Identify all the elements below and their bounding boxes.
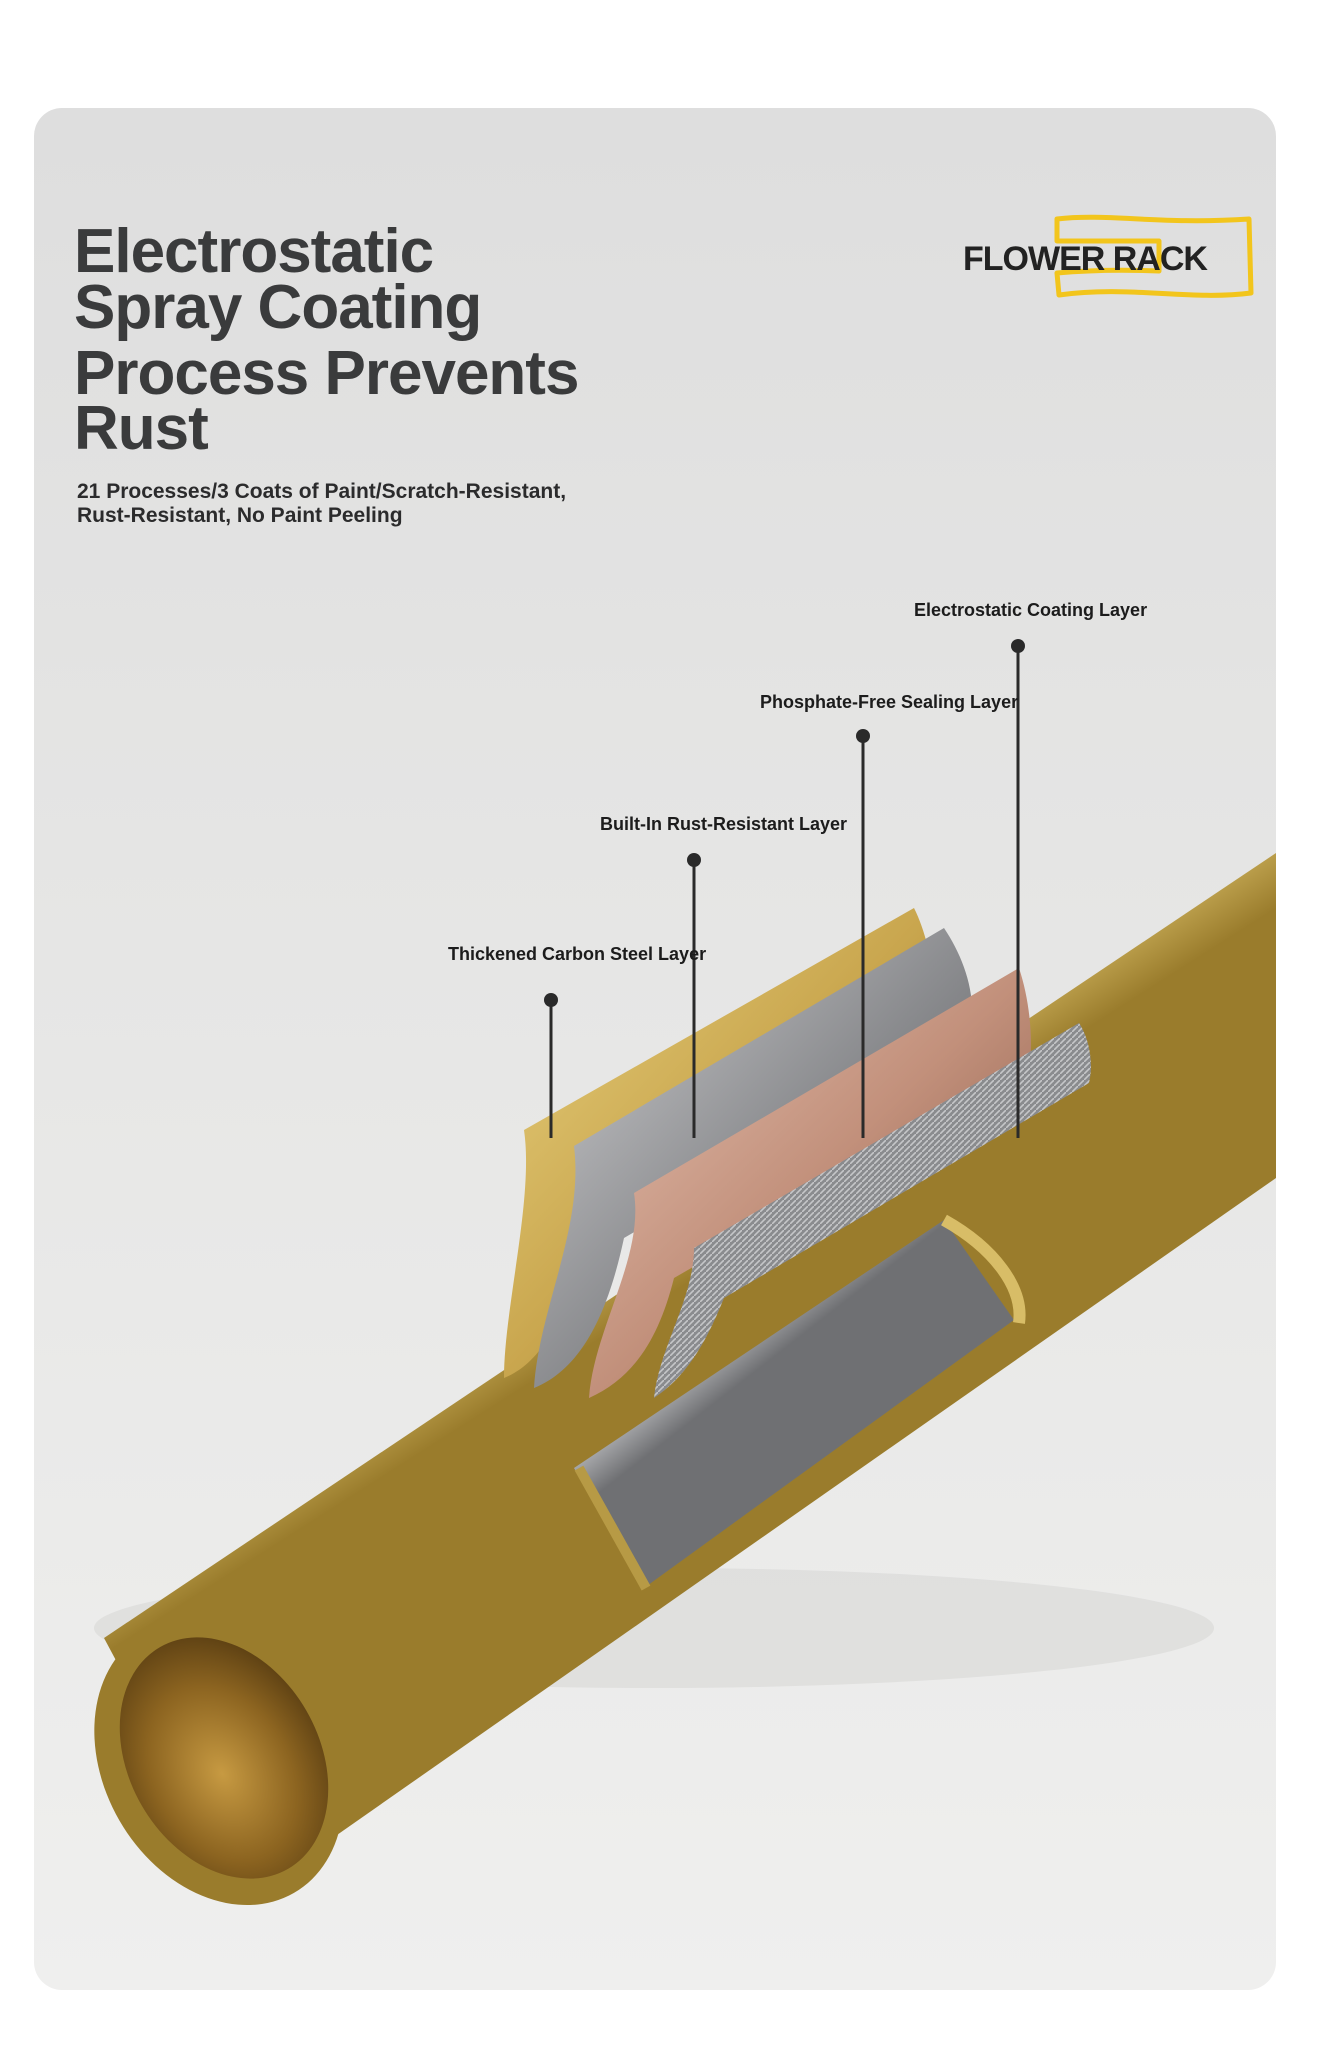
label-thickened-carbon-steel-layer: Thickened Carbon Steel Layer	[448, 944, 707, 964]
product-card: Electrostatic Spray Coating Process Prev…	[34, 108, 1276, 1990]
headline-line-4: Rust	[74, 394, 209, 464]
label-phosphate-free-sealing-layer: Phosphate-Free Sealing Layer	[760, 692, 1019, 712]
subtext-line-1: 21 Processes/3 Coats of Paint/Scratch-Re…	[77, 480, 567, 503]
headline: Electrostatic Spray Coating Process Prev…	[74, 217, 694, 464]
subtext-line-2: Rust-Resistant, No Paint Peeling	[77, 503, 403, 527]
tube-opening	[119, 1637, 329, 1879]
headline-line-2: Spray Coating	[74, 272, 482, 342]
pipe-layer-illustration	[94, 639, 1276, 1906]
brand-name: FLOWER RACK	[963, 240, 1208, 278]
label-electrostatic-coating-layer: Electrostatic Coating Layer	[914, 600, 1148, 620]
headline-line-3: Process Prevents	[74, 338, 579, 408]
pointer-sealing	[856, 729, 870, 1138]
headline-line-1: Electrostatic	[74, 217, 434, 286]
label-built-in-rust-resistant-layer: Built-In Rust-Resistant Layer	[600, 814, 848, 834]
brand-banner-icon	[1054, 214, 1254, 298]
pointer-rust-resistant	[687, 853, 701, 1138]
electrostatic-layer-sheet	[654, 1023, 1091, 1398]
pointer-electrostatic	[1011, 639, 1025, 1138]
brand-logo: FLOWER RACK	[959, 211, 1259, 301]
pointer-carbon-steel	[544, 993, 558, 1138]
feature-subtext: 21 Processes/3 Coats of Paint/Scratch-Re…	[77, 480, 637, 528]
steel-core	[574, 1220, 1014, 1588]
